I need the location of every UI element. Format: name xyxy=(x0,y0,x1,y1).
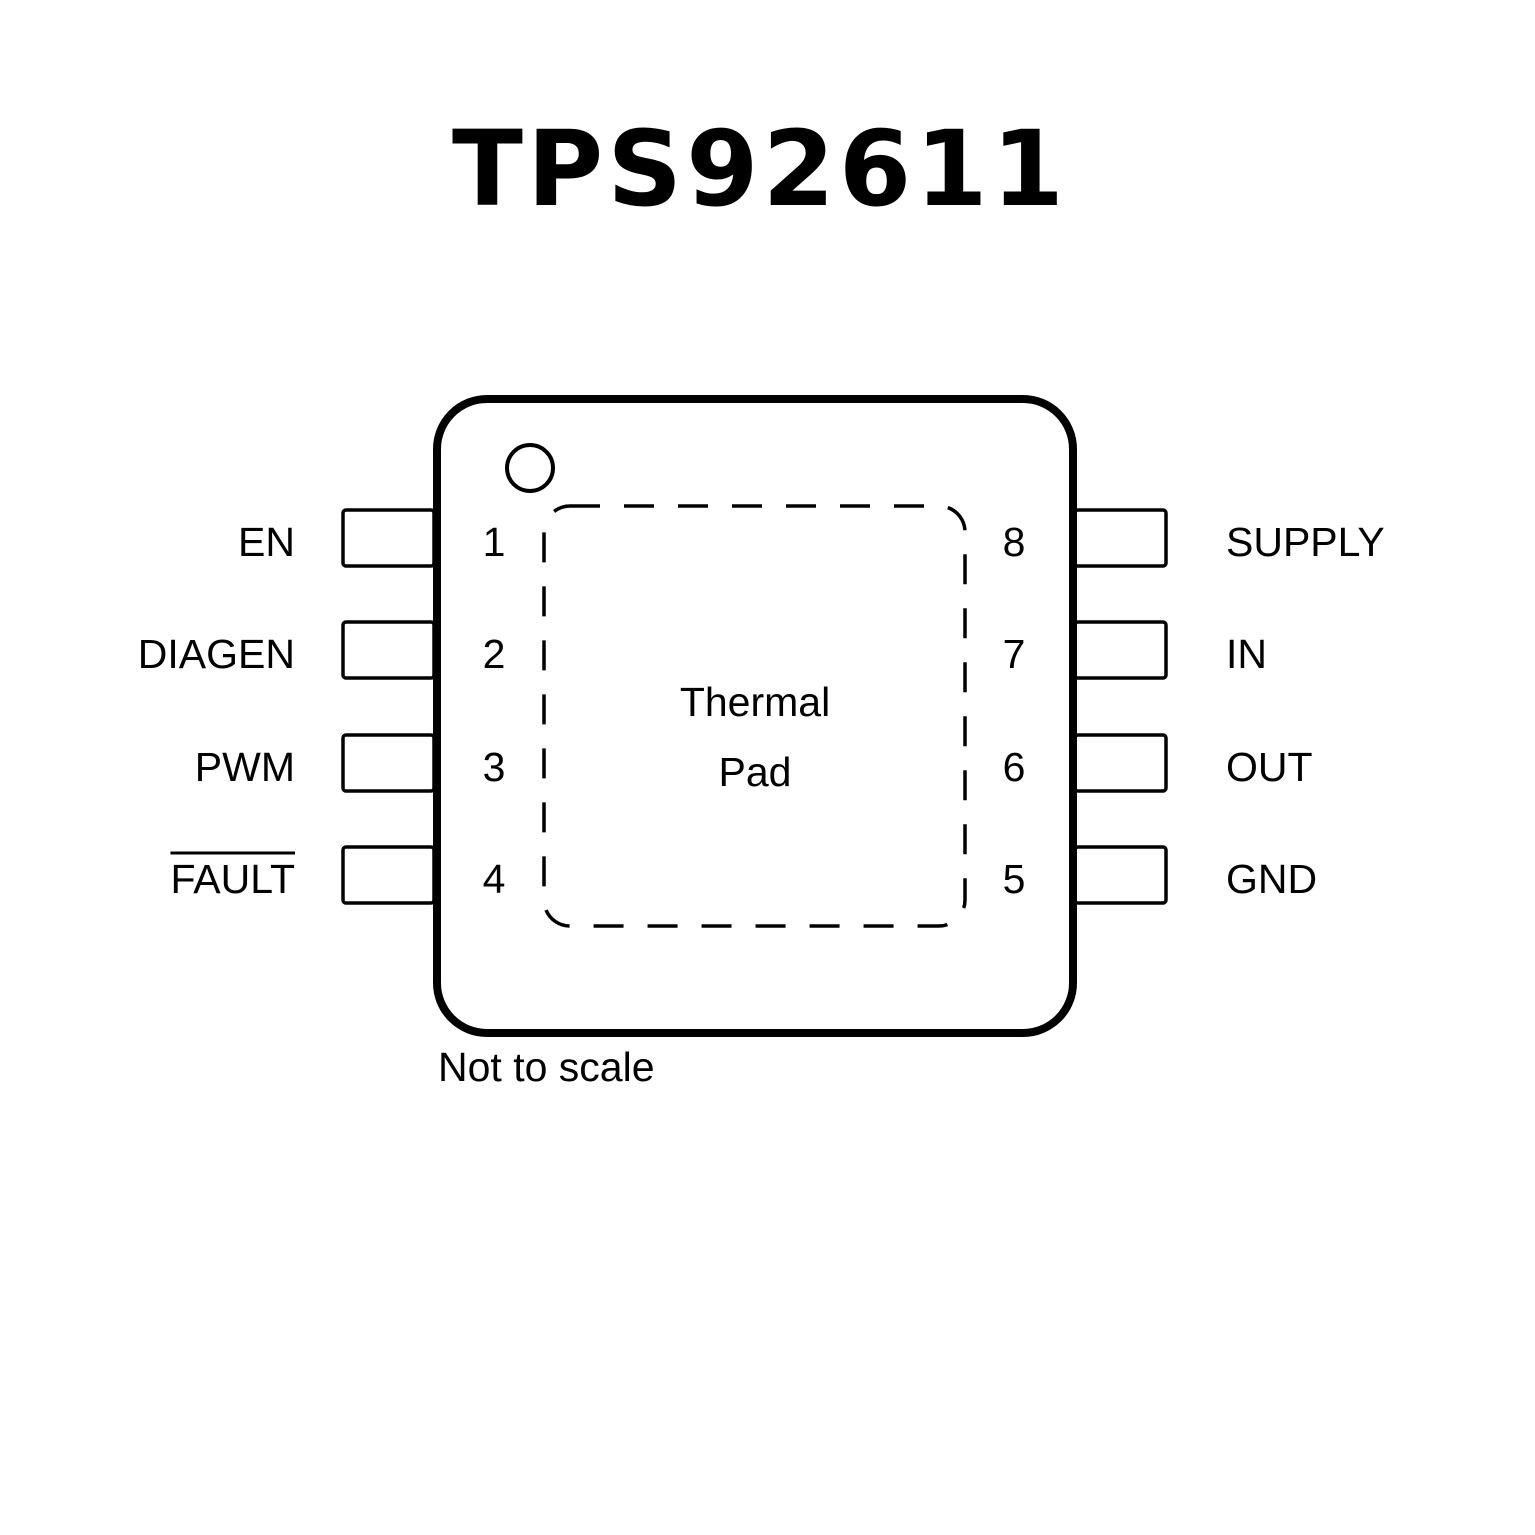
pin-3-lead xyxy=(341,733,436,793)
pin-5-lead xyxy=(1073,845,1168,905)
pin-7-lead xyxy=(1073,620,1168,680)
pin-4-number: 4 xyxy=(483,856,506,902)
pin-2-name: DIAGEN xyxy=(138,631,295,677)
pin-8-name: SUPPLY xyxy=(1226,519,1385,565)
pin1-marker xyxy=(505,443,555,493)
pin-3-name: PWM xyxy=(195,744,295,790)
pin-5-name: GND xyxy=(1226,856,1317,902)
pin-5-number: 5 xyxy=(1003,856,1026,902)
pin-2-number: 2 xyxy=(483,631,506,677)
pin-1-number: 1 xyxy=(483,519,506,565)
pin-8-number: 8 xyxy=(1003,519,1026,565)
pin-4-lead xyxy=(341,845,436,905)
chip-title: TPS92611 xyxy=(452,108,1068,230)
package-body xyxy=(433,395,1077,1037)
pin-6-lead xyxy=(1073,733,1168,793)
pin-1-lead xyxy=(341,508,436,568)
pin-1-name: EN xyxy=(238,519,295,565)
pin-4-name: FAULT xyxy=(170,856,295,902)
pin-7-name: IN xyxy=(1226,631,1267,677)
pin-6-number: 6 xyxy=(1003,744,1026,790)
pin-3-number: 3 xyxy=(483,744,506,790)
pin-7-number: 7 xyxy=(1003,631,1026,677)
thermal-pad-label-2: Pad xyxy=(719,749,792,795)
pin-6-name: OUT xyxy=(1226,744,1313,790)
thermal-pad-label-1: Thermal xyxy=(680,679,830,725)
pin-8-lead xyxy=(1073,508,1168,568)
thermal-pad-outline xyxy=(542,504,967,928)
not-to-scale-note: Not to scale xyxy=(438,1044,655,1090)
pin-2-lead xyxy=(341,620,436,680)
